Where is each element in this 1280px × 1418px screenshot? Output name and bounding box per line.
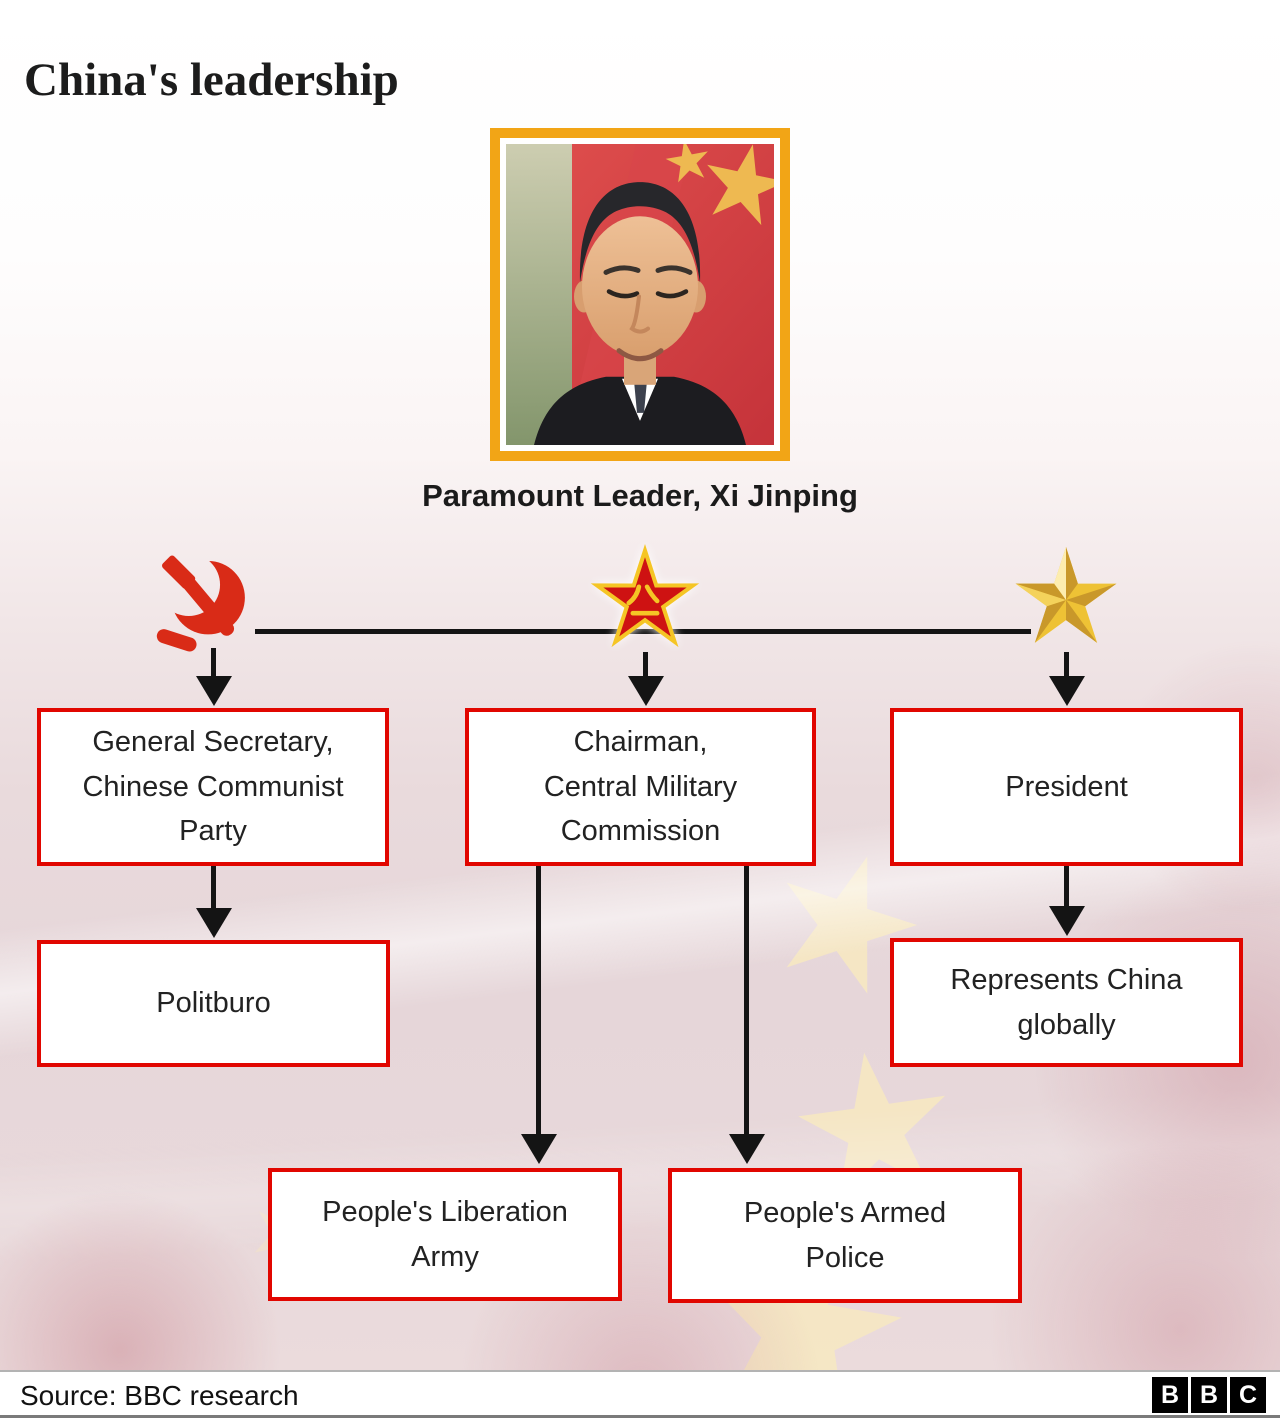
xi-jinping-portrait-graphic <box>506 144 774 445</box>
page-title: China's leadership <box>24 54 399 107</box>
box-general-secretary: General Secretary, Chinese Communist Par… <box>37 708 389 866</box>
connector-represents-line <box>1064 866 1069 908</box>
bbc-logo-block: B <box>1191 1377 1227 1413</box>
footer: Source: BBC research B B C <box>0 1370 1280 1418</box>
gold-star-icon <box>1015 547 1117 643</box>
box-president: President <box>890 708 1243 866</box>
bbc-logo-block: C <box>1230 1377 1266 1413</box>
connector-party-line <box>211 648 216 678</box>
arrow-down-icon <box>521 1134 557 1164</box>
pla-star-icon <box>590 544 700 648</box>
connector-horizontal-line <box>255 629 1031 634</box>
box-represents-china: Represents China globally <box>890 938 1243 1067</box>
arrow-down-icon <box>196 908 232 938</box>
arrow-down-icon <box>1049 906 1085 936</box>
arrow-down-icon <box>628 676 664 706</box>
source-credit: Source: BBC research <box>20 1380 299 1411</box>
box-politburo: Politburo <box>37 940 390 1067</box>
bbc-logo-block: B <box>1152 1377 1188 1413</box>
connector-military-line <box>643 652 648 678</box>
arrow-down-icon <box>729 1134 765 1164</box>
hammer-and-sickle-icon <box>156 555 245 652</box>
connector-politburo-line <box>211 866 216 910</box>
photo-caption: Paramount Leader, Xi Jinping <box>422 478 858 513</box>
box-peoples-armed-police: People's Armed Police <box>668 1168 1022 1303</box>
connector-pla-line <box>536 866 541 1136</box>
xi-jinping-photo <box>490 128 790 461</box>
arrow-down-icon <box>196 676 232 706</box>
connector-pap-line <box>744 866 749 1136</box>
arrow-down-icon <box>1049 676 1085 706</box>
box-cmc-chairman: Chairman, Central Military Commission <box>465 708 816 866</box>
box-peoples-liberation-army: People's Liberation Army <box>268 1168 622 1301</box>
bbc-logo: B B C <box>1152 1377 1266 1413</box>
connector-state-line <box>1064 652 1069 678</box>
